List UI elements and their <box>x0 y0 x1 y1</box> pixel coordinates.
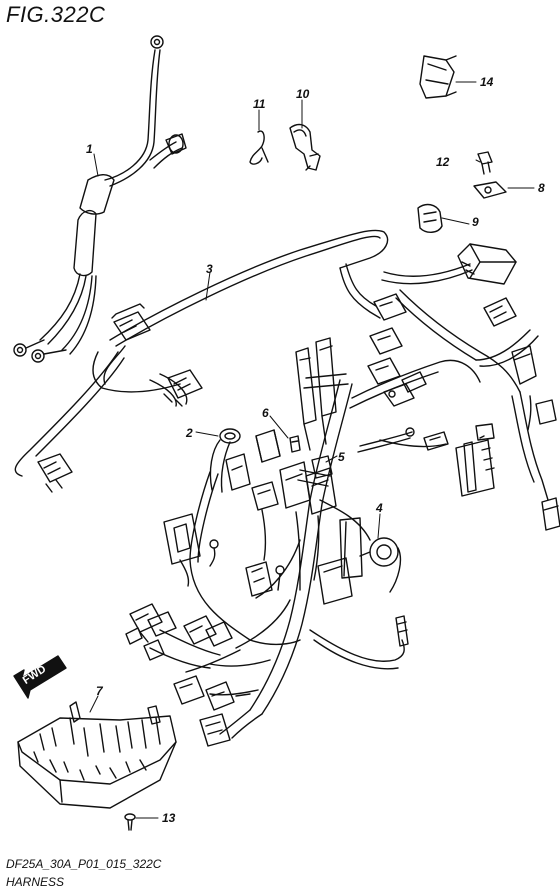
connector-top-right-housing[interactable] <box>457 243 517 285</box>
part-11-clip[interactable] <box>249 130 269 165</box>
part-5-fuse-probe[interactable] <box>295 337 337 479</box>
connector-far-right[interactable] <box>483 297 560 531</box>
connector-right-stack[interactable] <box>367 293 427 407</box>
connector-left-b[interactable] <box>163 369 203 407</box>
connector-bottom-pair[interactable] <box>173 675 251 747</box>
callout-1[interactable]: 1 <box>86 142 93 156</box>
connector-middle-cluster[interactable] <box>225 453 337 591</box>
part-8-bracket[interactable] <box>473 181 507 199</box>
part-14-clamp-band[interactable] <box>419 55 457 99</box>
part-9-clamp[interactable] <box>417 203 443 233</box>
connector-lower-middle[interactable] <box>245 561 285 597</box>
relay-box[interactable] <box>255 429 281 463</box>
callout-9[interactable]: 9 <box>472 215 479 229</box>
part-10-clamp[interactable] <box>289 123 321 171</box>
callout-14[interactable]: 14 <box>480 75 494 89</box>
connector-left-c[interactable] <box>37 453 73 493</box>
part-3-main-harness[interactable] <box>14 229 549 739</box>
part-12-bolt[interactable] <box>477 151 493 175</box>
sensor-probe-lower[interactable] <box>395 615 409 647</box>
callout-13[interactable]: 13 <box>162 811 176 825</box>
drawing-name: HARNESS <box>6 875 65 889</box>
ring-terminal-right[interactable] <box>405 427 449 451</box>
figure-title: FIG.322C <box>6 2 106 27</box>
callout-6[interactable]: 6 <box>262 406 269 420</box>
part-7-harness-cover[interactable] <box>17 701 177 809</box>
callout-5[interactable]: 5 <box>338 450 345 464</box>
leader-lines <box>89 81 535 819</box>
callout-11[interactable]: 11 <box>253 97 266 111</box>
drawing-code: DF25A_30A_P01_015_322C <box>6 857 162 871</box>
callout-2[interactable]: 2 <box>186 426 193 440</box>
fwd-arrow-icon <box>13 655 67 699</box>
part-6-fuse[interactable] <box>289 435 301 453</box>
callout-3[interactable]: 3 <box>206 262 213 276</box>
connector-lower-left[interactable] <box>125 603 233 661</box>
callout-12[interactable]: 12 <box>436 155 450 169</box>
connector-left-housing[interactable] <box>163 513 219 587</box>
part-1-battery-cable[interactable] <box>13 35 187 363</box>
callout-8[interactable]: 8 <box>538 181 545 195</box>
callout-7[interactable]: 7 <box>96 684 103 698</box>
connector-left-a[interactable] <box>111 303 151 341</box>
callout-10[interactable]: 10 <box>296 87 310 101</box>
part-4-sensor[interactable] <box>317 517 402 605</box>
part-2-grommet[interactable] <box>219 428 241 444</box>
callout-4[interactable]: 4 <box>376 501 383 515</box>
connector-block-right[interactable] <box>455 423 495 497</box>
part-13-screw[interactable] <box>124 813 136 831</box>
